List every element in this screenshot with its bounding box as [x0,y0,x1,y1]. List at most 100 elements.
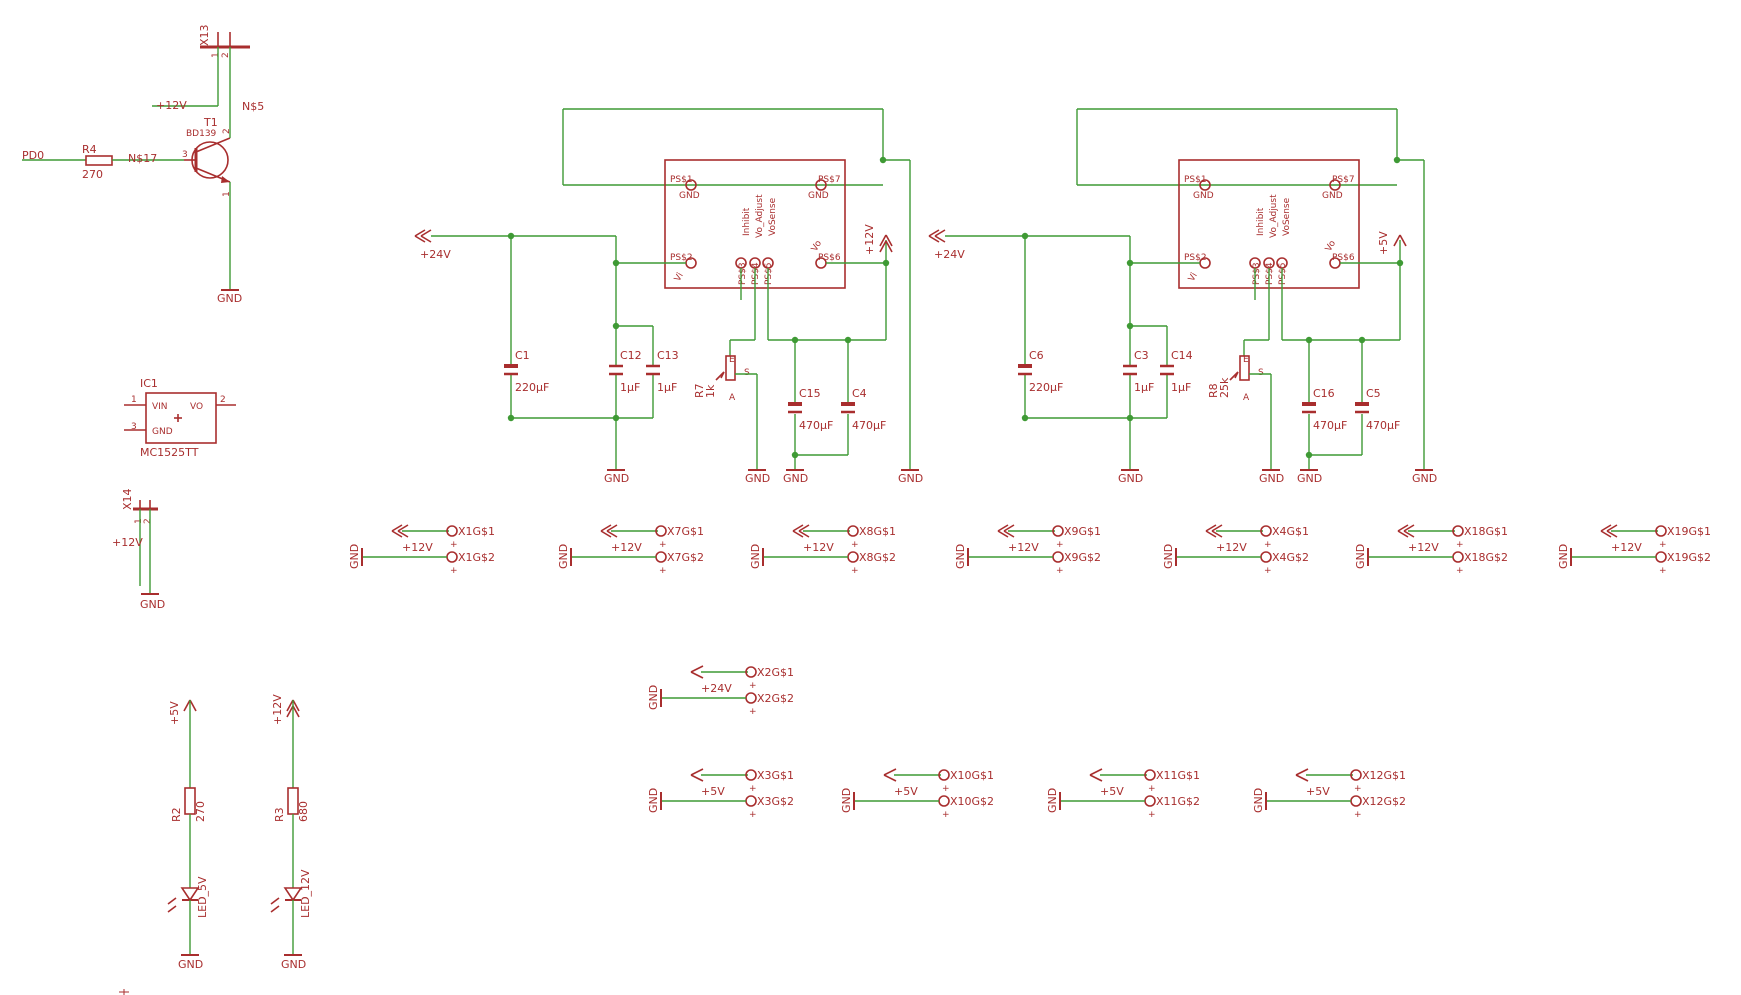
ic1-regulator[interactable]: IC1 VIN VO GND 1 2 3 MC1525TT [124,377,236,459]
plus-mark: + [1354,810,1362,820]
connector-gnd-label: GND [647,685,660,710]
ps3-label: PS$3 [738,262,748,285]
connector-gnd-label: GND [1252,788,1265,813]
connectors-5v: X3G$1X3G$2+5VGND++X10G$1X10G$2+5VGND++X1… [647,768,1406,820]
ps5-label: PS$5 [764,262,774,285]
input-pd0-label: PD0 [22,149,44,162]
gnd-pin-label: GND [1322,191,1343,201]
ps7-label: PS$7 [818,175,841,185]
ps7-label: PS$7 [1332,175,1355,185]
connector-x13[interactable]: X13 1 2 [198,24,250,58]
ps5-label: PS$5 [1278,262,1288,285]
ps2-label: PS$2 [670,253,693,263]
connector-pin-2 [1052,551,1064,563]
cap-name: C15 [799,387,821,400]
x13-supply-label: +12V [156,99,187,112]
output-label: +12V [863,224,876,255]
gnd-pin-label: GND [1193,191,1214,201]
t1-type: BD139 [186,129,217,139]
pot-e: E [729,355,735,365]
vo-label: Vo [1324,239,1338,254]
cap-name: C13 [657,349,679,362]
connector-pin-2 [446,551,458,563]
led-diode [283,887,303,902]
connector-supply-label: +12V [611,541,642,554]
origin-cross [119,989,129,995]
connector-pin-2 [1452,551,1464,563]
connector-pin-1 [446,525,458,537]
connector-supply-label: +12V [1408,541,1439,554]
connector-pin-1 [1052,525,1064,537]
transistor-driver: X13 1 2 +12V N$5 PD0 R4 270 N$17 T1 BD13… [22,24,264,305]
led-supply-label: +5V [168,701,181,725]
plus-mark: + [749,681,757,691]
connector-supply-label: +12V [803,541,834,554]
pot-value: 1k [704,384,717,398]
connector-pin2-label: X9G$2 [1064,551,1101,564]
vosense-label: VoSense [768,197,778,236]
t1-pin-e: 1 [222,191,232,197]
connector-supply-label: +12V [1216,541,1247,554]
connector-pin-2 [655,551,667,563]
transistor-t1[interactable]: T1 BD139 3 2 1 [182,116,232,197]
led-res-name: R2 [170,807,183,822]
connector-supply-label: +12V [402,541,433,554]
potentiometer[interactable] [1239,355,1250,381]
junction [879,156,887,164]
gnd-label: GND [1297,472,1322,485]
connector-pin1-label: X10G$1 [950,769,994,782]
cap-polarity [1355,402,1369,406]
gnd-pin-label: GND [808,191,829,201]
potentiometer[interactable] [725,355,736,381]
t1-name: T1 [203,116,218,129]
r4-name: R4 [82,143,97,156]
plus-mark: + [1456,566,1464,576]
connector-x14[interactable]: X14 1 2 +12V GND [112,488,165,611]
vi-label: Vi [1187,271,1200,283]
vo-adjust-label: Vo_Adjust [1269,194,1279,238]
vosense-label: VoSense [1282,197,1292,236]
connector-pin-2 [1655,551,1667,563]
connector-pin-2 [847,551,859,563]
ic1-pin1: 1 [131,395,137,405]
ic1-pin2: 2 [220,395,226,405]
led-res-value: 270 [194,801,207,822]
plus-mark: + [942,784,950,794]
connector-pin-2 [745,692,757,704]
resistor-r4[interactable]: R4 270 [82,143,113,181]
gnd-label: GND [1118,472,1143,485]
cap-value: 470µF [1313,419,1347,432]
plus-mark: + [1148,784,1156,794]
plus-mark: + [942,810,950,820]
connector-gnd-label: GND [840,788,853,813]
connector-pin-1 [1350,769,1362,781]
connector-pin2-label: X4G$2 [1272,551,1309,564]
ic1-pin-gnd: GND [152,427,173,437]
connector-pin2-label: X1G$2 [458,551,495,564]
connector-pin-2 [745,795,757,807]
connector-supply-label: +24V [701,682,732,695]
